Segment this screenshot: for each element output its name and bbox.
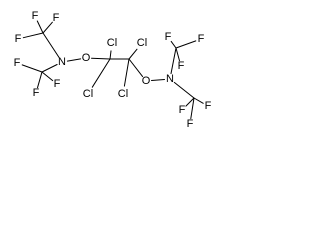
bond-line	[42, 32, 60, 58]
atom-label-f4: F	[14, 57, 21, 69]
atom-symbol: F	[32, 10, 39, 22]
atom-label-f11: F	[205, 100, 212, 112]
atom-symbol: O	[82, 52, 91, 64]
atom-symbol: F	[54, 78, 61, 90]
atom-label-f2: F	[53, 12, 60, 24]
bond-line	[173, 81, 195, 99]
atom-symbol: Cl	[83, 88, 93, 100]
atom-symbol: F	[205, 100, 212, 112]
atom-symbol: F	[33, 87, 40, 99]
atom-symbol: F	[165, 31, 172, 43]
bond-line	[175, 47, 180, 62]
bond-line	[36, 20, 44, 34]
atom-label-f9: F	[178, 60, 185, 72]
atom-symbol: Cl	[118, 88, 128, 100]
atom-label-cl2: Cl	[137, 37, 147, 49]
atom-label-f10: F	[179, 104, 186, 116]
atom-symbol: F	[198, 33, 205, 45]
bond-line	[37, 71, 43, 89]
bond-line	[170, 40, 177, 49]
atom-label-f1: F	[32, 10, 39, 22]
bond-line	[128, 58, 144, 78]
atom-symbol: F	[53, 12, 60, 24]
bond-line	[170, 47, 177, 75]
atom-symbol: N	[58, 56, 66, 68]
bond-line	[190, 97, 195, 120]
atom-symbol: Cl	[137, 37, 147, 49]
atom-label-o1: O	[82, 52, 91, 64]
bond-line	[128, 48, 138, 60]
atom-label-cl1: Cl	[107, 37, 117, 49]
bond-line	[22, 32, 44, 39]
bond-line	[151, 79, 165, 81]
atom-label-f7: F	[165, 31, 172, 43]
atom-symbol: F	[15, 33, 22, 45]
atom-label-cl4: Cl	[118, 88, 128, 100]
bond-line	[123, 58, 130, 87]
bond-line	[41, 71, 54, 82]
atom-label-f3: F	[15, 33, 22, 45]
atom-label-f6: F	[33, 87, 40, 99]
atom-symbol: F	[179, 104, 186, 116]
atom-label-f8: F	[198, 33, 205, 45]
bond-line	[91, 57, 111, 60]
bond-lines	[21, 20, 204, 120]
atom-symbol: Cl	[107, 37, 117, 49]
atom-label-n1: N	[58, 56, 66, 68]
bond-line	[109, 50, 112, 60]
bond-line	[185, 97, 195, 107]
bond-line	[66, 58, 82, 62]
atom-symbol: N	[166, 73, 174, 85]
atom-symbol: F	[178, 60, 185, 72]
atom-label-n2: N	[166, 73, 174, 85]
bond-line	[91, 58, 111, 88]
atom-label-cl3: Cl	[83, 88, 93, 100]
atom-symbol: O	[142, 75, 151, 87]
bond-line	[21, 64, 43, 73]
atom-label-f5: F	[54, 78, 61, 90]
atom-symbol: F	[14, 57, 21, 69]
bond-line	[42, 21, 53, 34]
bond-line	[41, 64, 58, 73]
atom-symbol: F	[187, 118, 194, 130]
atom-label-f12: F	[187, 118, 194, 130]
bond-line	[193, 97, 204, 104]
bond-line	[175, 40, 197, 49]
atom-label-o2: O	[142, 75, 151, 87]
